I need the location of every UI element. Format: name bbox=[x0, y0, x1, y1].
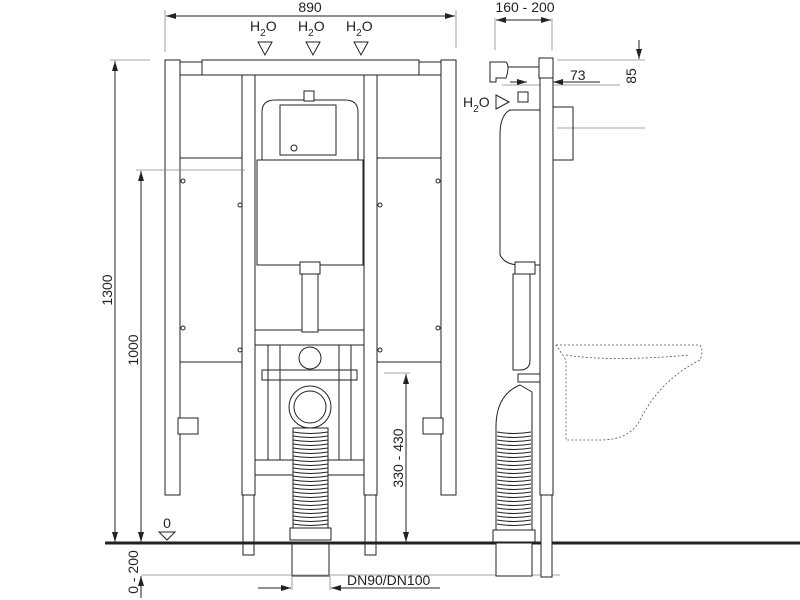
floor-level-marker: 0 bbox=[157, 515, 177, 541]
hose-rib bbox=[496, 471, 532, 474]
side-frame bbox=[489, 57, 574, 578]
total-height-dimension: 1300 bbox=[99, 59, 150, 542]
hose-rib bbox=[292, 523, 329, 526]
frame bbox=[164, 59, 457, 556]
water-inlet-1: H2O bbox=[250, 18, 277, 57]
depth-dimension: 160 - 200 bbox=[494, 0, 555, 50]
hose-rib bbox=[496, 443, 532, 446]
hose-rib bbox=[496, 451, 532, 454]
hose-rib bbox=[292, 471, 329, 474]
hose-rib bbox=[496, 455, 532, 458]
hose-rib bbox=[292, 467, 329, 470]
drain-height-dimension: 330 - 430 bbox=[384, 372, 410, 542]
hose-rib bbox=[496, 435, 532, 438]
hose-rib bbox=[292, 487, 329, 490]
drain-pipe bbox=[288, 346, 332, 577]
drain-diameter-dimension: DN90/DN100 bbox=[258, 572, 440, 591]
hose-rib bbox=[496, 483, 532, 486]
hose-rib bbox=[496, 467, 532, 470]
hose-rib bbox=[496, 499, 532, 502]
hose-rib bbox=[496, 463, 532, 466]
svg-text:H2O: H2O bbox=[298, 18, 325, 39]
svg-text:H2O: H2O bbox=[463, 94, 490, 115]
wall-hung-toilet-outline bbox=[555, 344, 703, 441]
offset-label: 73 bbox=[570, 67, 586, 83]
hose-rib bbox=[292, 507, 329, 510]
depth-label: 160 - 200 bbox=[495, 0, 554, 15]
hose-rib bbox=[496, 523, 532, 526]
hose-rib bbox=[292, 447, 329, 450]
inlet-triangle-icon bbox=[257, 41, 273, 57]
hose-rib bbox=[292, 451, 329, 454]
hose-rib bbox=[292, 431, 329, 434]
side-view: 160 - 200 85 73 H2O bbox=[463, 0, 703, 578]
hose-rib bbox=[496, 447, 532, 450]
hose-rib bbox=[292, 455, 329, 458]
hose-rib bbox=[496, 475, 532, 478]
inlet-triangle-icon bbox=[353, 41, 369, 57]
level-triangle-icon bbox=[157, 531, 177, 541]
water-inlet-3: H2O bbox=[346, 18, 373, 57]
hose-rib bbox=[292, 515, 329, 518]
hose-rib bbox=[496, 479, 532, 482]
hose-rib bbox=[496, 515, 532, 518]
hose-rib bbox=[496, 511, 532, 514]
hose-rib bbox=[292, 503, 329, 506]
hose-rib bbox=[496, 495, 532, 498]
total-height-label: 1300 bbox=[99, 274, 115, 305]
hose-rib bbox=[292, 519, 329, 522]
hose-rib bbox=[496, 487, 532, 490]
hose-rib bbox=[496, 519, 532, 522]
drain-height-label: 330 - 430 bbox=[390, 428, 406, 487]
hose-rib bbox=[496, 507, 532, 510]
svg-text:0: 0 bbox=[163, 515, 171, 531]
side-water-inlet: H2O bbox=[463, 94, 511, 115]
hose-rib bbox=[292, 491, 329, 494]
hose-rib bbox=[292, 483, 329, 486]
hose-rib bbox=[496, 431, 532, 434]
floor-offset-label: 0 - 200 bbox=[125, 550, 141, 594]
hose-rib bbox=[496, 491, 532, 494]
front-view: 890 H2O H2O H2O bbox=[99, 0, 800, 598]
hose-rib bbox=[292, 495, 329, 498]
offset-dimension: 73 bbox=[502, 67, 620, 86]
inlet-triangle-icon bbox=[305, 41, 321, 57]
hose-rib bbox=[496, 503, 532, 506]
hose-rib bbox=[292, 443, 329, 446]
hose-rib bbox=[292, 475, 329, 478]
inlet-triangle-icon bbox=[495, 94, 511, 110]
hose-rib bbox=[496, 459, 532, 462]
hose-rib bbox=[292, 479, 329, 482]
cistern-height-label: 1000 bbox=[125, 334, 141, 365]
hose-rib bbox=[292, 499, 329, 502]
top-dimension: 85 bbox=[557, 40, 645, 129]
top-dim-label: 85 bbox=[623, 68, 639, 84]
width-label: 890 bbox=[298, 0, 322, 15]
floor-offset-dimension: 0 - 200 bbox=[125, 550, 144, 598]
hose-rib bbox=[496, 439, 532, 442]
hose-rib bbox=[292, 463, 329, 466]
water-inlet-2: H2O bbox=[298, 18, 325, 57]
hose-rib bbox=[292, 459, 329, 462]
drain-size-label: DN90/DN100 bbox=[347, 572, 430, 588]
svg-text:H2O: H2O bbox=[346, 18, 373, 39]
hose-rib bbox=[292, 439, 329, 442]
width-dimension: 890 bbox=[164, 0, 457, 52]
hose-rib bbox=[292, 435, 329, 438]
cistern-height-dimension: 1000 bbox=[125, 169, 245, 542]
cistern bbox=[256, 90, 364, 333]
hose-rib bbox=[292, 511, 329, 514]
svg-text:H2O: H2O bbox=[250, 18, 277, 39]
